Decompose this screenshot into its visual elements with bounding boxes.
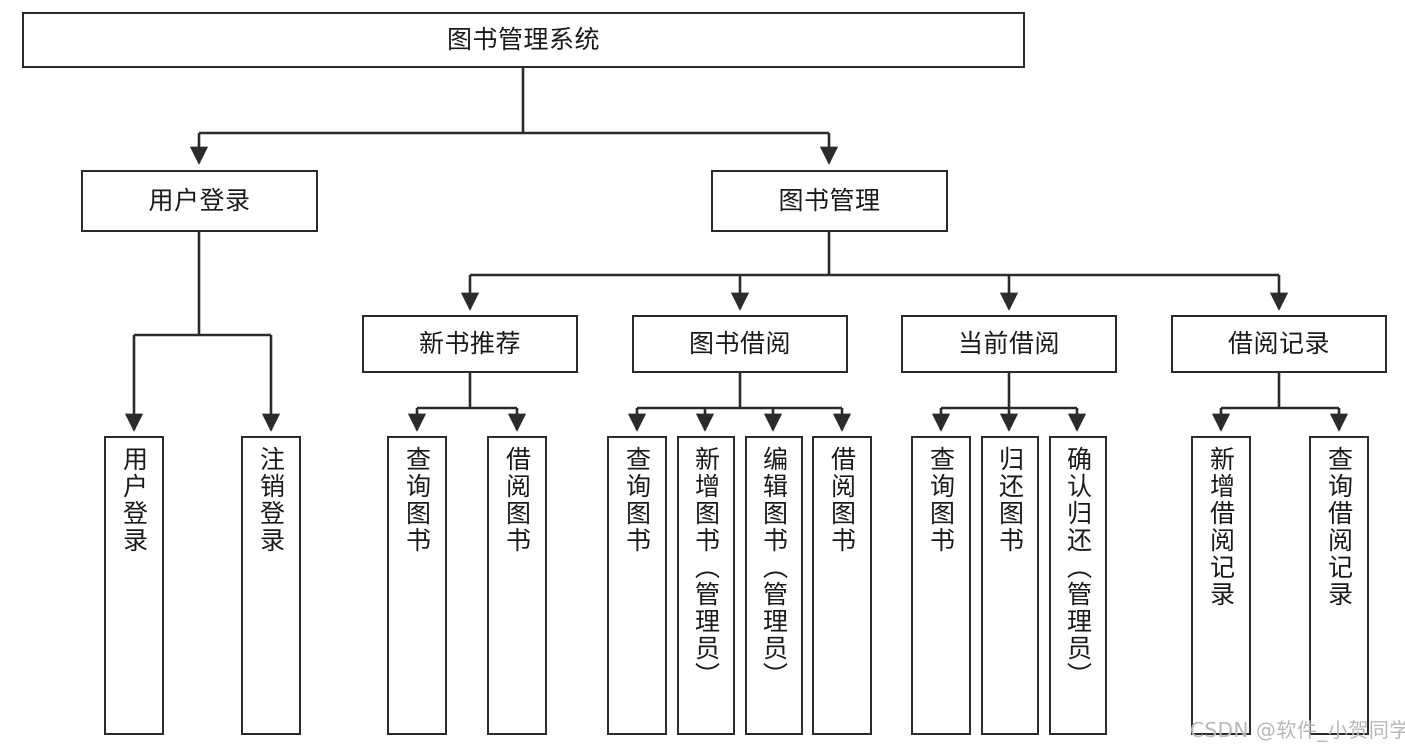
node-label: 用户登录	[148, 186, 251, 215]
node-borrow-record[interactable]: 借阅记录	[1171, 315, 1387, 373]
node-label: 注销登录	[256, 446, 286, 554]
node-leaf-edit-book-admin[interactable]: 编辑图书（管理员）	[745, 436, 803, 735]
node-current-borrow[interactable]: 当前借阅	[901, 315, 1117, 373]
node-label: 借阅图书	[827, 446, 857, 554]
node-label: 借阅图书	[502, 446, 532, 554]
node-leaf-query-book-borrow[interactable]: 查询图书	[607, 436, 667, 735]
node-label: 借阅记录	[1227, 329, 1330, 358]
node-leaf-logout[interactable]: 注销登录	[241, 436, 301, 735]
node-label: 确认归还（管理员）	[1063, 446, 1093, 689]
node-leaf-borrow-book-new[interactable]: 借阅图书	[487, 436, 547, 735]
node-leaf-query-book-current[interactable]: 查询图书	[911, 436, 971, 735]
node-label: 图书借阅	[688, 329, 791, 358]
node-label: 查询图书	[402, 446, 432, 554]
node-label: 查询图书	[926, 446, 956, 554]
node-leaf-borrow-book[interactable]: 借阅图书	[812, 436, 872, 735]
node-leaf-user-login[interactable]: 用户登录	[104, 436, 164, 735]
node-root-system[interactable]: 图书管理系统	[22, 12, 1025, 68]
node-leaf-add-book-admin[interactable]: 新增图书（管理员）	[677, 436, 735, 735]
csdn-watermark: CSDN @软件_小贺同学	[1190, 718, 1405, 742]
node-label: 用户登录	[119, 446, 149, 554]
node-label: 新增图书（管理员）	[691, 446, 721, 689]
node-leaf-query-borrow-record[interactable]: 查询借阅记录	[1309, 436, 1369, 735]
node-label: 查询借阅记录	[1324, 446, 1354, 608]
node-label: 查询图书	[622, 446, 652, 554]
node-leaf-return-book[interactable]: 归还图书	[981, 436, 1039, 735]
node-label: 新增借阅记录	[1206, 446, 1236, 608]
node-book-management[interactable]: 图书管理	[711, 170, 948, 232]
node-new-book-recommend[interactable]: 新书推荐	[362, 315, 578, 373]
node-leaf-add-borrow-record[interactable]: 新增借阅记录	[1191, 436, 1251, 735]
node-label: 图书管理	[778, 186, 881, 215]
node-user-login[interactable]: 用户登录	[81, 170, 318, 232]
node-label: 新书推荐	[418, 329, 521, 358]
node-label: 图书管理系统	[446, 25, 600, 54]
node-label: 当前借阅	[957, 329, 1060, 358]
node-label: 归还图书	[995, 446, 1025, 554]
node-leaf-confirm-return-admin[interactable]: 确认归还（管理员）	[1049, 436, 1107, 735]
node-book-borrow[interactable]: 图书借阅	[632, 315, 848, 373]
node-label: 编辑图书（管理员）	[759, 446, 789, 689]
node-leaf-query-book-new[interactable]: 查询图书	[387, 436, 447, 735]
